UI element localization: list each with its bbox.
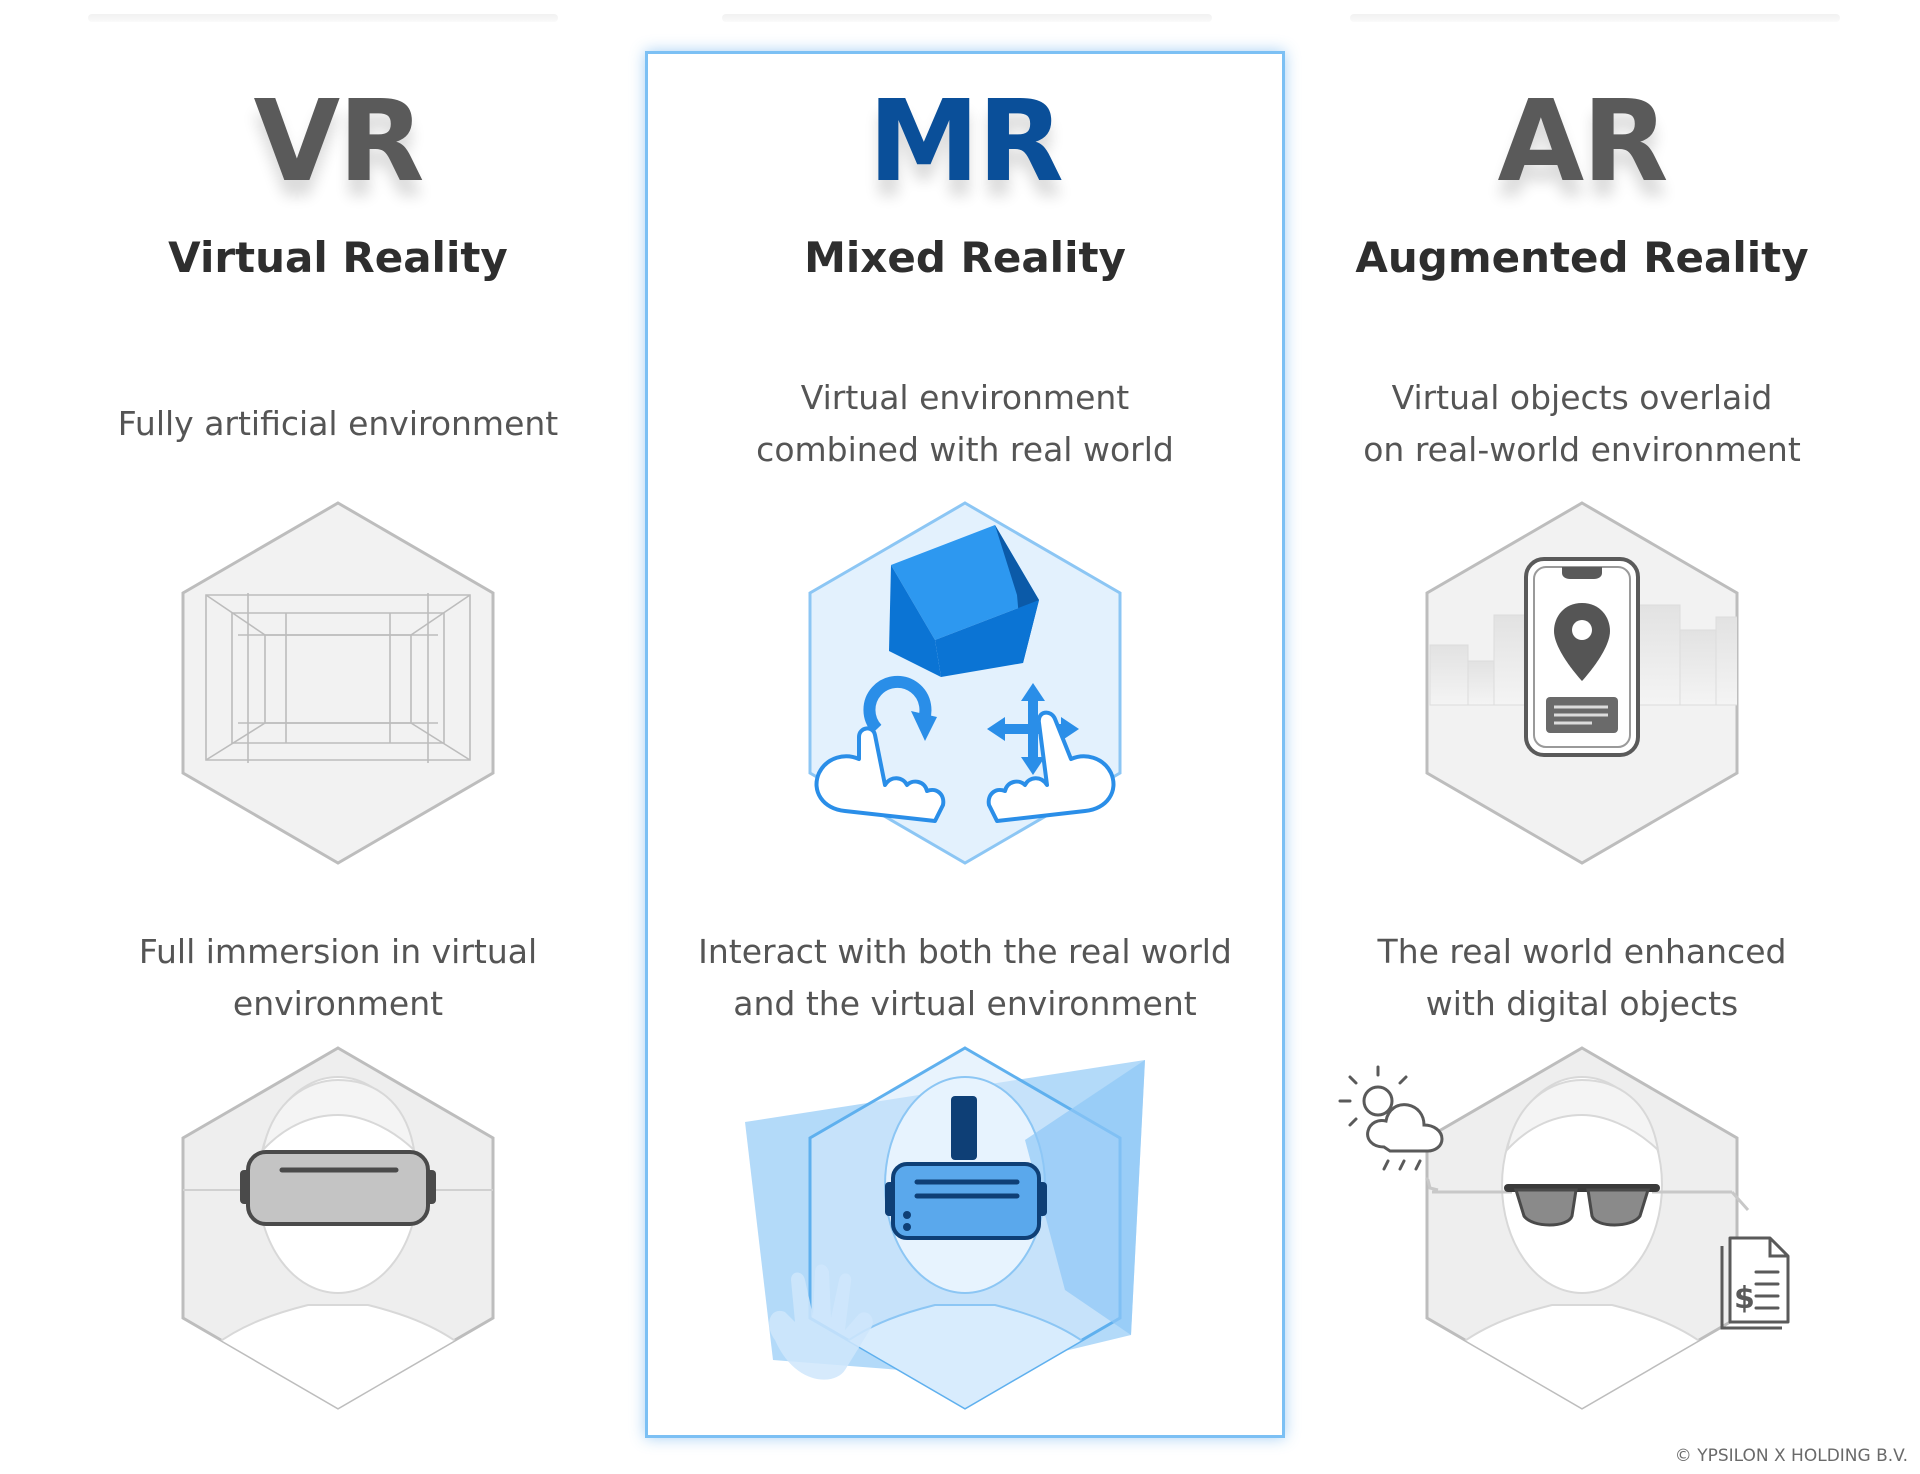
- room-wireframe-icon: [181, 501, 495, 865]
- desc-ar-enhanced: The real world enhanced with digital obj…: [1377, 932, 1787, 1023]
- column-vr: VR Virtual Reality Fully artificial envi…: [18, 0, 658, 1474]
- svg-text:$: $: [1734, 1281, 1755, 1316]
- title-augmented-reality: Augmented Reality: [1355, 233, 1809, 282]
- desc-vr-immersion: Full immersion in virtual environment: [138, 932, 538, 1023]
- title-virtual-reality: Virtual Reality: [168, 233, 508, 282]
- ar-glasses-person-icon: [1424, 1046, 1750, 1410]
- smartphone-location-icon: [1425, 501, 1739, 865]
- invoice-document-icon: $: [1720, 1236, 1790, 1330]
- top-bar-mr: [722, 14, 1212, 22]
- weather-icon: [1338, 1065, 1444, 1171]
- abbr-ar: AR: [1497, 77, 1669, 207]
- column-mr: MR Mixed Reality Virtual environment com…: [645, 0, 1285, 1474]
- abbr-vr: VR: [253, 77, 425, 207]
- copyright-notice: © YPSILON X HOLDING B.V.: [1674, 1446, 1908, 1466]
- title-mixed-reality: Mixed Reality: [804, 233, 1126, 282]
- desc-vr-environment: Fully artificial environment: [117, 404, 559, 443]
- mr-headset-person-icon: [745, 1046, 1145, 1410]
- column-ar: AR Augmented Reality Virtual objects ove…: [1262, 0, 1902, 1474]
- abbr-mr: MR: [868, 77, 1064, 207]
- vr-headset-person-icon: [181, 1046, 495, 1410]
- cube-gesture-icon: [808, 501, 1122, 865]
- top-bar-ar: [1350, 14, 1840, 22]
- desc-mr-interact: Interact with both the real world and th…: [698, 932, 1232, 1023]
- top-bar-vr: [88, 14, 558, 22]
- desc-mr-environment: Virtual environment combined with real w…: [756, 378, 1174, 469]
- desc-ar-overlay: Virtual objects overlaid on real-world e…: [1363, 378, 1801, 469]
